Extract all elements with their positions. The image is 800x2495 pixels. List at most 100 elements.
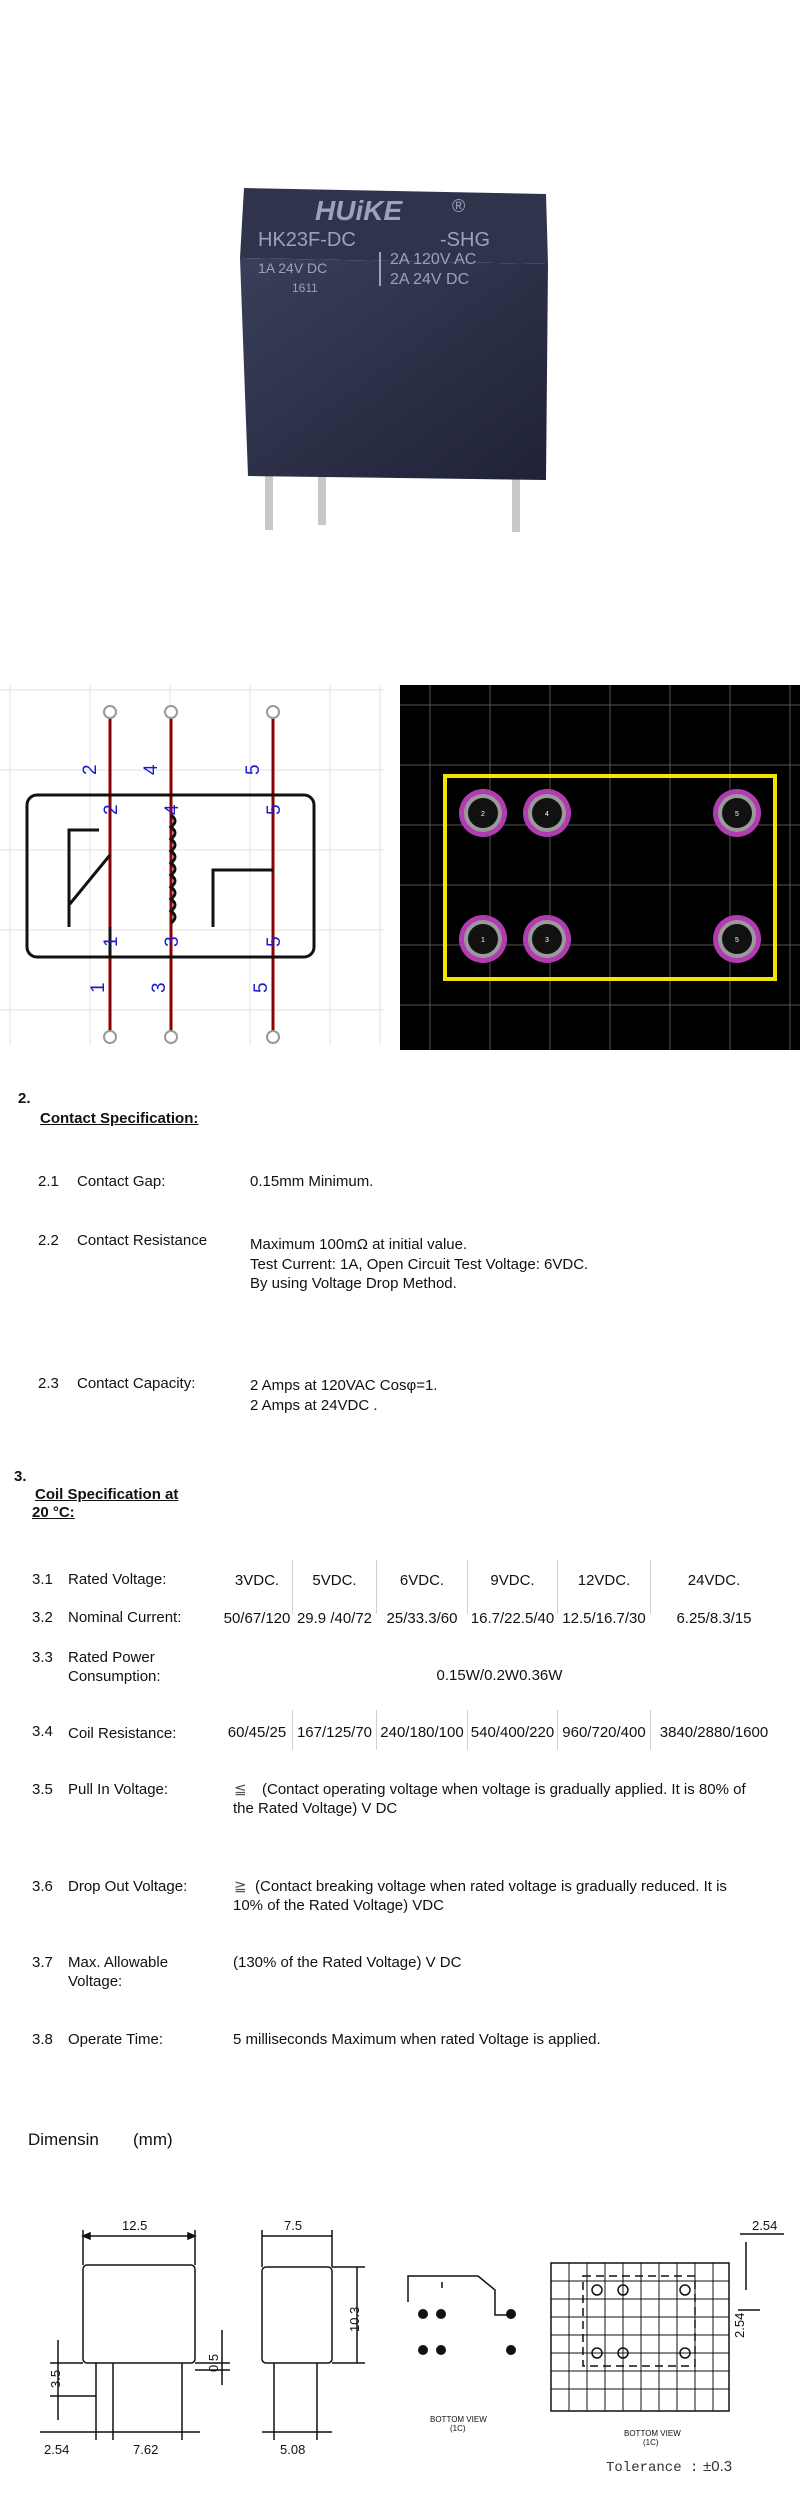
contact-resistance-line: Maximum 100mΩ at initial value.	[250, 1236, 468, 1253]
contact-resistance-line: Test Current: 1A, Open Circuit Test Volt…	[250, 1256, 589, 1273]
nominal-current-cell: 12.5/16.7/30	[562, 1610, 646, 1627]
front-view-body	[82, 2264, 196, 2364]
contact-capacity-line: 2 Amps at 24VDC .	[250, 1397, 378, 1414]
tolerance-value: ±0.3	[703, 2458, 733, 2475]
svg-text:(1C): (1C)	[450, 2424, 466, 2433]
operate-time-value: 5 milliseconds Maximum when rated Voltag…	[233, 2031, 601, 2048]
svg-text:5: 5	[251, 982, 272, 993]
rated-power-value: 0.15W/0.2W0.36W	[436, 1667, 563, 1684]
pull-in-desc: (Contact operating voltage when voltage …	[262, 1781, 746, 1798]
coil-resistance-cell: 60/45/25	[227, 1724, 287, 1741]
svg-text:5: 5	[735, 811, 739, 818]
coil-section-number: 3.	[14, 1468, 27, 1485]
nominal-current-cell: 6.25/8.3/15	[676, 1610, 752, 1627]
pcb-outline	[443, 774, 777, 981]
svg-text:2A 120V AC: 2A 120V AC	[390, 251, 476, 268]
pull-in-label: Pull In Voltage:	[68, 1781, 169, 1798]
schematic-svg: 2 4 5 2 4 5 1 3 5 1 3 5	[0, 685, 385, 1045]
relay-body-outline	[25, 793, 316, 959]
coil-resistance-cell: 540/400/220	[470, 1724, 555, 1741]
svg-text:2A 24V DC: 2A 24V DC	[390, 271, 469, 288]
coil-resistance-label: Coil Resistance:	[68, 1725, 177, 1742]
relay-top-face	[240, 188, 548, 264]
rated-voltage-cell: 6VDC.	[399, 1572, 445, 1589]
side-view-body	[261, 2266, 333, 2364]
drop-out-desc: (Contact breaking voltage when rated vol…	[255, 1878, 727, 1895]
svg-text:5: 5	[735, 937, 739, 944]
rated-voltage-label: Rated Voltage:	[68, 1571, 167, 1588]
drop-out-label: Drop Out Voltage:	[68, 1878, 188, 1895]
brand-text: HUiKE	[315, 195, 403, 226]
rated-power-label: Rated Power	[68, 1649, 155, 1666]
nominal-current-cell: 29.9 /40/72	[296, 1610, 373, 1627]
operate-time-label: Operate Time:	[68, 2031, 164, 2048]
contact-gap-value: 0.15mm Minimum.	[250, 1173, 374, 1190]
contact-resistance-line: By using Voltage Drop Method.	[250, 1275, 457, 1292]
schematic-grid	[0, 685, 385, 1045]
svg-text:3: 3	[545, 937, 549, 944]
tolerance-label: Tolerance :	[606, 2460, 699, 2476]
svg-text:2.54: 2.54	[732, 2313, 747, 2338]
ge-symbol: ≧	[234, 1878, 247, 1895]
contact-capacity-label: Contact Capacity:	[77, 1375, 196, 1392]
pin	[318, 470, 326, 525]
svg-text:1: 1	[101, 936, 122, 947]
svg-text:-SHG: -SHG	[440, 229, 490, 251]
svg-text:3: 3	[162, 936, 183, 947]
svg-text:5: 5	[264, 804, 285, 815]
pcb-svg: 2 4 5 1 3 5	[400, 685, 800, 1050]
coil-section-title-2: 20 °C:	[32, 1504, 75, 1521]
svg-text:®: ®	[452, 196, 465, 216]
rated-voltage-cell: 9VDC.	[490, 1572, 535, 1589]
max-allowable-label: Max. Allowable	[68, 1954, 169, 1971]
contact-capacity-line: 2 Amps at 120VAC Cosφ=1.	[250, 1377, 438, 1394]
rated-voltage-cell: 12VDC.	[577, 1572, 631, 1589]
rated-voltage-cell: 3VDC.	[234, 1572, 280, 1589]
svg-text:10.3: 10.3	[347, 2307, 362, 2332]
max-allowable-value: (130% of the Rated Voltage) V DC	[233, 1954, 462, 1971]
coil-section-title: Coil Specification at	[35, 1486, 179, 1503]
svg-text:7.62: 7.62	[133, 2442, 158, 2457]
rated-voltage-cell: 24VDC.	[687, 1572, 741, 1589]
contact-gap-label: Contact Gap:	[77, 1173, 166, 1190]
svg-text:2.54: 2.54	[752, 2218, 777, 2233]
coil-resistance-cell: 960/720/400	[562, 1724, 646, 1741]
svg-text:12.5: 12.5	[122, 2218, 147, 2233]
coil-resistance-cell: 167/125/70	[296, 1724, 373, 1741]
svg-text:4: 4	[162, 804, 183, 815]
contact-section-number: 2.	[18, 1090, 31, 1107]
svg-text:1: 1	[88, 982, 109, 993]
svg-text:4: 4	[545, 811, 549, 818]
contact-resistance-label: Contact Resistance	[77, 1232, 208, 1249]
svg-text:1: 1	[481, 937, 485, 944]
svg-text:3: 3	[149, 982, 170, 993]
coil-resistance-cell: 3840/2880/1600	[659, 1724, 769, 1741]
svg-text:(1C): (1C)	[643, 2438, 659, 2447]
svg-text:3.5: 3.5	[48, 2370, 63, 2388]
product-photo: HUiKE ® HK23F-DC -SHG 1A 24V DC 2A 120V …	[230, 180, 570, 550]
svg-text:2.54: 2.54	[44, 2442, 69, 2457]
dimension-title: Dimensin	[28, 2130, 99, 2149]
bottom-view-outline	[407, 2275, 478, 2302]
grid-view-outline	[550, 2262, 730, 2412]
svg-text:2: 2	[101, 804, 122, 815]
pcb-footprint: 2 4 5 1 3 5	[400, 685, 800, 1050]
svg-text:5.08: 5.08	[280, 2442, 305, 2457]
relay-schematic: 2 4 5 2 4 5 1 3 5 1 3 5	[0, 685, 385, 1045]
nominal-current-label: Nominal Current:	[68, 1609, 182, 1626]
svg-text:5: 5	[264, 936, 285, 947]
pin	[512, 470, 520, 532]
svg-text:1611: 1611	[292, 281, 318, 295]
relay-image: HUiKE ® HK23F-DC -SHG 1A 24V DC 2A 120V …	[240, 188, 548, 532]
model-text: HK23F-DC	[258, 229, 356, 251]
contact-section-title: Contact Specification:	[40, 1110, 199, 1127]
svg-text:2: 2	[481, 811, 485, 818]
svg-text:BOTTOM VIEW: BOTTOM VIEW	[624, 2429, 681, 2438]
svg-text:7.5: 7.5	[284, 2218, 302, 2233]
rated-voltage-cell: 5VDC.	[312, 1572, 357, 1589]
nominal-current-cell: 16.7/22.5/40	[470, 1610, 555, 1627]
nominal-current-cell: 25/33.3/60	[386, 1610, 458, 1627]
coil-resistance-cell: 240/180/100	[380, 1724, 464, 1741]
pin	[265, 470, 273, 530]
dimension-svg: 12.5 3.5 2.54 7.62 0.5 7.5 10.3 5.08 2.5…	[40, 2218, 784, 2457]
